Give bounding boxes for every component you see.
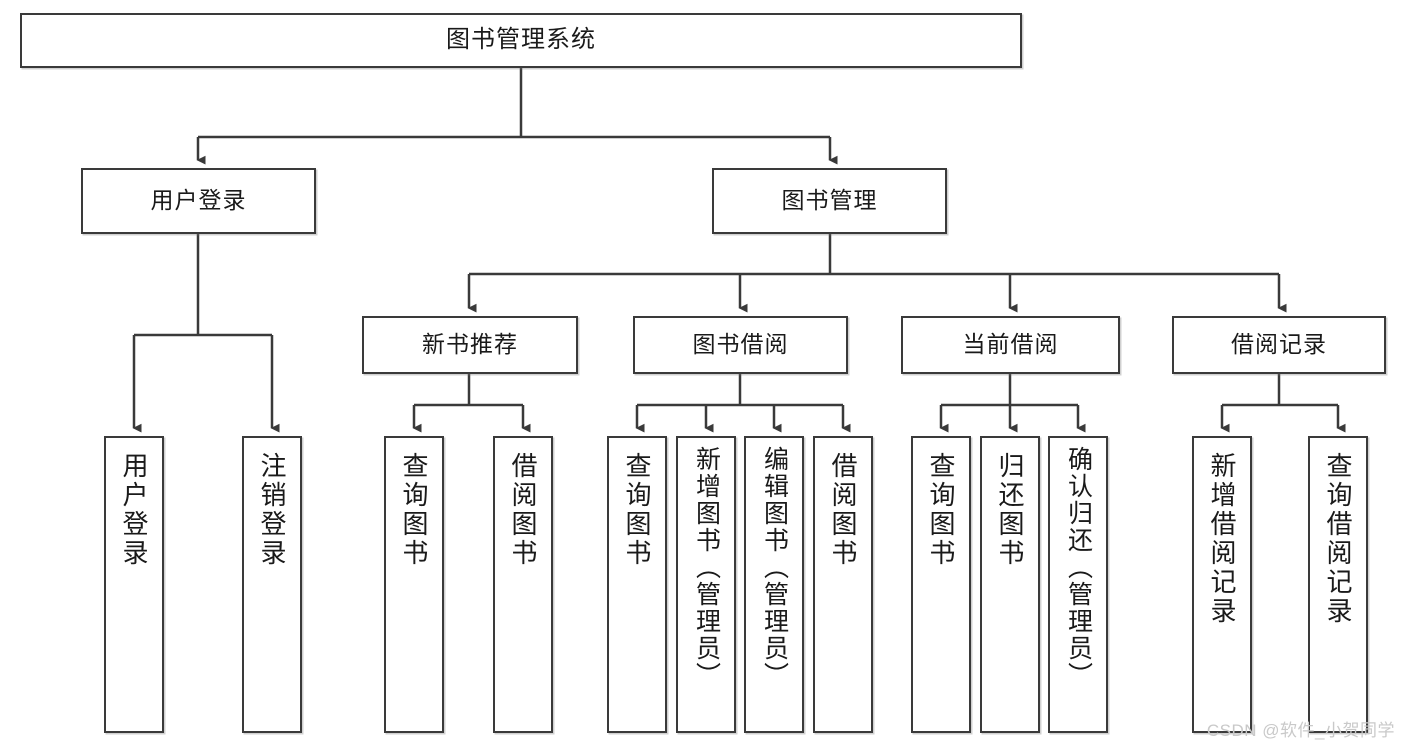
node-label: 确认归还（管理员） [1064, 446, 1093, 689]
node-label: 新增图书（管理员） [692, 446, 721, 689]
node-label: 当前借阅 [962, 331, 1059, 358]
leaf-current-borrow-return[interactable]: 归还图书 [980, 436, 1040, 733]
node-root-system[interactable]: 图书管理系统 [20, 13, 1022, 68]
leaf-user-login-logout[interactable]: 注销登录 [242, 436, 302, 733]
node-label: 图书管理 [781, 187, 878, 214]
leaf-new-book-query[interactable]: 查询图书 [384, 436, 444, 733]
node-label: 查询图书 [622, 452, 652, 568]
node-label: 新增借阅记录 [1207, 452, 1237, 626]
node-label: 查询借阅记录 [1323, 452, 1353, 626]
leaf-current-borrow-query[interactable]: 查询图书 [911, 436, 971, 733]
node-label: 图书管理系统 [446, 26, 596, 54]
node-new-book-recommend[interactable]: 新书推荐 [362, 316, 578, 374]
leaf-new-book-borrow[interactable]: 借阅图书 [493, 436, 553, 733]
node-book-borrow[interactable]: 图书借阅 [633, 316, 848, 374]
leaf-book-borrow-borrow[interactable]: 借阅图书 [813, 436, 873, 733]
leaf-current-borrow-confirm-return[interactable]: 确认归还（管理员） [1048, 436, 1108, 733]
node-current-borrow[interactable]: 当前借阅 [901, 316, 1120, 374]
node-label: 用户登录 [119, 452, 149, 568]
node-label: 归还图书 [995, 452, 1025, 568]
leaf-book-borrow-add[interactable]: 新增图书（管理员） [676, 436, 736, 733]
watermark-text: CSDN @软件_小贺同学 [1206, 721, 1395, 740]
leaf-borrow-record-query[interactable]: 查询借阅记录 [1308, 436, 1368, 733]
node-label: 借阅图书 [828, 452, 858, 568]
leaf-book-borrow-edit[interactable]: 编辑图书（管理员） [744, 436, 804, 733]
node-label: 借阅图书 [508, 452, 538, 568]
node-label: 注销登录 [257, 452, 287, 568]
node-label: 借阅记录 [1231, 331, 1327, 358]
leaf-borrow-record-add[interactable]: 新增借阅记录 [1192, 436, 1252, 733]
leaf-user-login-login[interactable]: 用户登录 [104, 436, 164, 733]
node-label: 查询图书 [399, 452, 429, 568]
leaf-book-borrow-query[interactable]: 查询图书 [607, 436, 667, 733]
node-label: 用户登录 [150, 187, 247, 214]
node-user-login[interactable]: 用户登录 [81, 168, 316, 234]
node-borrow-record[interactable]: 借阅记录 [1172, 316, 1386, 374]
node-label: 编辑图书（管理员） [760, 446, 789, 689]
node-label: 新书推荐 [422, 331, 518, 358]
node-label: 图书借阅 [692, 331, 789, 358]
node-book-management[interactable]: 图书管理 [712, 168, 947, 234]
node-label: 查询图书 [926, 452, 956, 568]
